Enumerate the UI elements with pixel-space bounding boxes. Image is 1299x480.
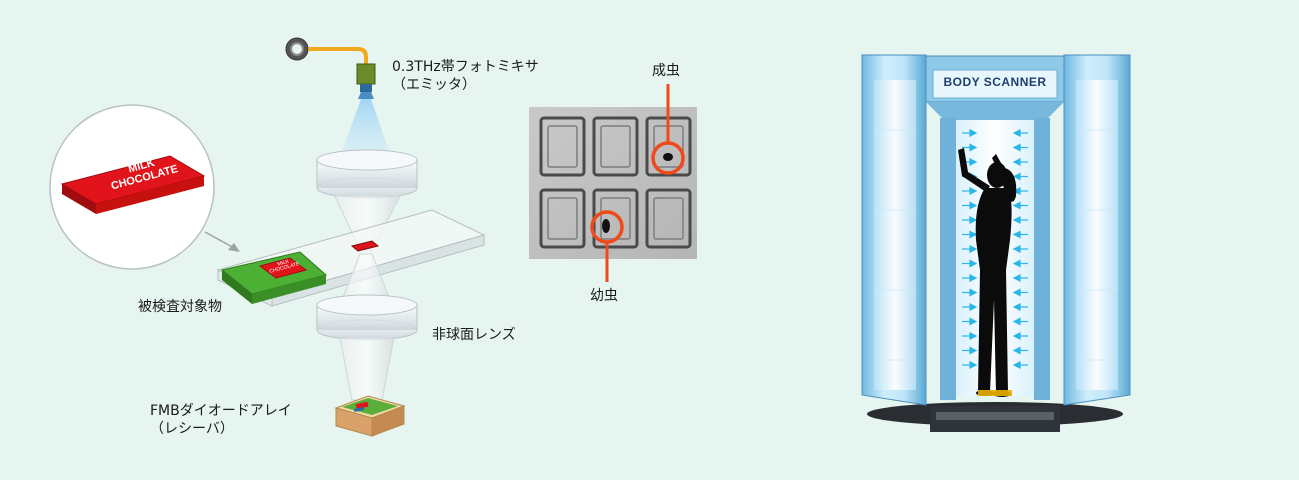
scan-arrow-left bbox=[962, 216, 978, 224]
receiver-device bbox=[334, 395, 406, 437]
lens-lower bbox=[316, 294, 418, 341]
larva-label: 幼虫 bbox=[590, 288, 618, 304]
scan-arrow-right bbox=[1012, 303, 1028, 311]
emitter-label: 0.3THz帯フォトミキサ （エミッタ） bbox=[392, 58, 539, 94]
magnified-chocolate bbox=[49, 104, 215, 270]
scan-arrow-right bbox=[1012, 216, 1028, 224]
scan-arrow-left bbox=[962, 201, 978, 210]
scan-arrow-right bbox=[1012, 172, 1028, 181]
scan-arrow-left bbox=[962, 230, 978, 239]
scan-arrows bbox=[962, 129, 1028, 369]
scan-arrow-right bbox=[1012, 230, 1028, 239]
scan-arrow-left bbox=[962, 361, 978, 369]
scan-arrow-left bbox=[962, 259, 978, 268]
scan-arrow-right bbox=[1012, 245, 1028, 253]
lens-upper bbox=[316, 149, 418, 199]
fiber-cable bbox=[285, 37, 368, 66]
terahertz-scan-image bbox=[529, 84, 697, 282]
emitter-beam bbox=[339, 99, 392, 160]
scan-arrow-right bbox=[1012, 158, 1028, 166]
scan-arrow-right bbox=[1012, 361, 1028, 369]
scan-arrow-left bbox=[962, 129, 978, 137]
object-label: 被検査対象物 bbox=[138, 299, 222, 315]
larva-marker bbox=[590, 210, 624, 282]
scan-arrow-right bbox=[1012, 346, 1028, 355]
scan-arrow-left bbox=[962, 303, 978, 311]
adult-label: 成虫 bbox=[652, 63, 680, 79]
thz-setup bbox=[49, 37, 486, 437]
scan-arrow-left bbox=[962, 245, 978, 253]
scan-arrow-left bbox=[962, 187, 978, 195]
receiver-label-line2: （レシーバ） bbox=[150, 421, 234, 437]
scan-arrow-left bbox=[962, 274, 978, 282]
scan-arrow-right bbox=[1012, 274, 1028, 282]
emitter-label-line2: （エミッタ） bbox=[392, 77, 476, 93]
receiver-beam bbox=[339, 337, 395, 401]
scan-arrow-right bbox=[1012, 288, 1028, 297]
scan-arrow-right bbox=[1012, 317, 1028, 326]
scan-arrow-right bbox=[1012, 201, 1028, 210]
scan-arrow-left bbox=[962, 346, 978, 355]
scanner-title: BODY SCANNER bbox=[943, 75, 1047, 89]
emitter-device bbox=[356, 63, 376, 99]
emitter-label-line1: 0.3THz帯フォトミキサ bbox=[392, 59, 539, 75]
scan-arrow-left bbox=[962, 143, 978, 152]
scan-arrow-right bbox=[1012, 332, 1028, 340]
receiver-label-line1: FMBダイオードアレイ bbox=[150, 403, 292, 419]
scan-arrow-left bbox=[962, 288, 978, 297]
magnify-pointer bbox=[204, 231, 240, 252]
lens-label: 非球面レンズ bbox=[432, 327, 516, 343]
scan-arrow-right bbox=[1012, 259, 1028, 268]
scan-arrow-right bbox=[1012, 129, 1028, 137]
scan-arrow-left bbox=[962, 317, 978, 326]
scan-arrow-left bbox=[962, 332, 978, 340]
receiver-label: FMBダイオードアレイ （レシーバ） bbox=[150, 402, 292, 438]
scan-arrow-right bbox=[1012, 187, 1028, 195]
scan-arrow-right bbox=[1012, 143, 1028, 152]
adult-marker bbox=[651, 84, 685, 175]
body-scanner bbox=[861, 54, 1131, 432]
